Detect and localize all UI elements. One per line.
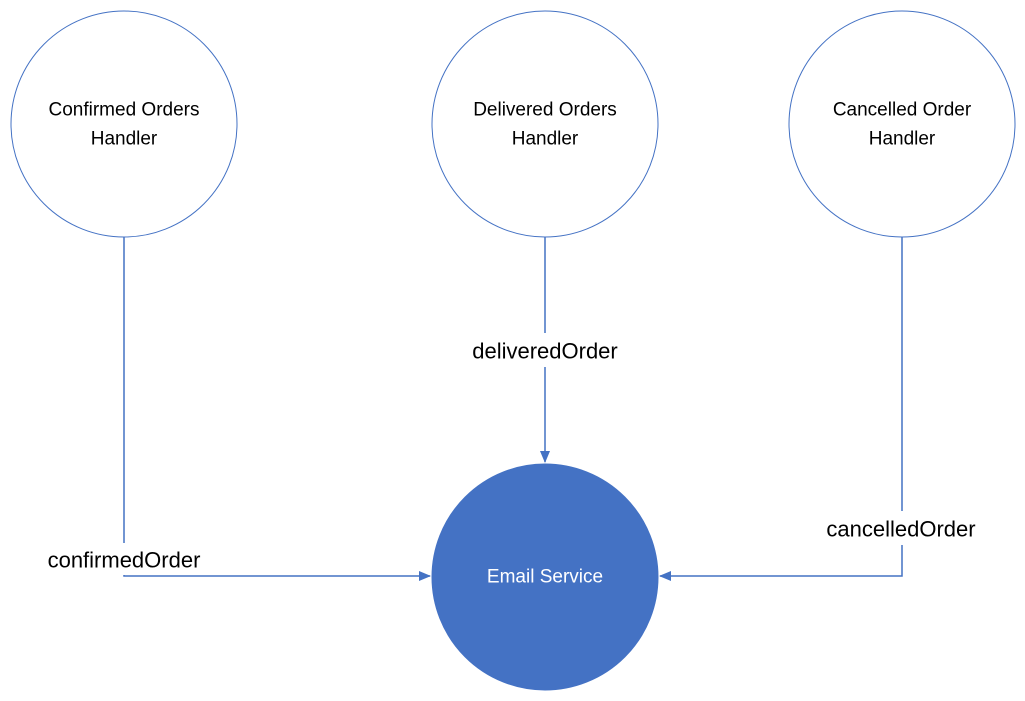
edge-confirmed-order: confirmedOrder	[24, 237, 431, 581]
node-email-service: Email Service	[431, 463, 659, 691]
edge-cancelled-label-bg	[805, 511, 999, 545]
edge-delivered-label-bg	[450, 333, 640, 367]
node-email-circle	[431, 463, 659, 691]
node-delivered-label-line1: Delivered Orders	[473, 100, 617, 121]
node-confirmed-orders-handler: Confirmed Orders Handler	[10, 10, 238, 238]
edge-delivered-order: deliveredOrder	[450, 237, 640, 463]
node-delivered-orders-handler: Delivered Orders Handler	[431, 10, 659, 238]
edge-confirmed-label-bg	[24, 543, 220, 575]
node-cancelled-circle	[788, 10, 1016, 238]
node-confirmed-label-line2: Handler	[91, 129, 158, 150]
edge-cancelled-label: cancelledOrder	[826, 517, 975, 542]
edge-cancelled-order: cancelledOrder	[659, 237, 999, 581]
node-delivered-label-line2: Handler	[512, 129, 579, 150]
node-confirmed-label-line1: Confirmed Orders	[49, 100, 200, 121]
node-cancelled-label-line2: Handler	[869, 129, 936, 150]
edge-confirmed-line	[123, 237, 431, 581]
node-delivered-circle	[431, 10, 659, 238]
node-confirmed-circle	[10, 10, 238, 238]
edge-cancelled-line	[659, 237, 903, 581]
node-email-label: Email Service	[487, 567, 603, 588]
edge-delivered-label: deliveredOrder	[472, 339, 618, 364]
node-cancelled-label-line1: Cancelled Order	[833, 100, 972, 121]
edge-confirmed-label: confirmedOrder	[48, 548, 201, 573]
node-cancelled-order-handler: Cancelled Order Handler	[788, 10, 1016, 238]
